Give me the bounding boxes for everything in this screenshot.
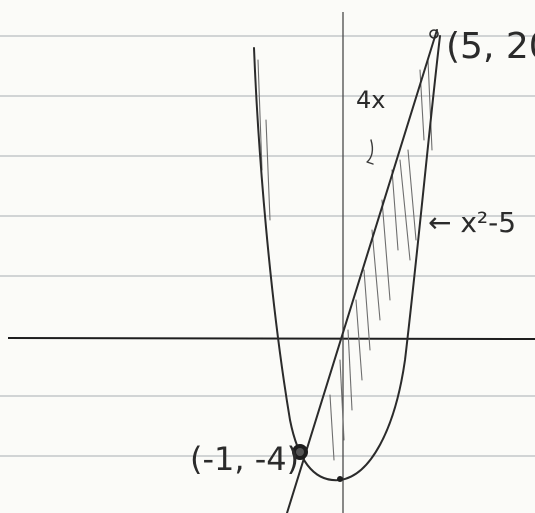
label-curve: ← x²-5 <box>428 206 516 239</box>
arrow-4x-icon <box>366 139 374 165</box>
label-line-4x: 4x <box>356 86 385 114</box>
parabola-curve <box>253 35 441 482</box>
intersection-point-top <box>429 29 439 39</box>
shaded-region-hatching <box>257 59 433 461</box>
x-axis <box>7 337 535 340</box>
line-4x <box>286 29 438 513</box>
intersection-point-bottom-inner <box>296 448 304 456</box>
label-point-top: (5, 20) <box>446 26 535 67</box>
vertex-point <box>337 476 343 482</box>
label-point-bottom: (-1, -4) <box>190 440 299 478</box>
